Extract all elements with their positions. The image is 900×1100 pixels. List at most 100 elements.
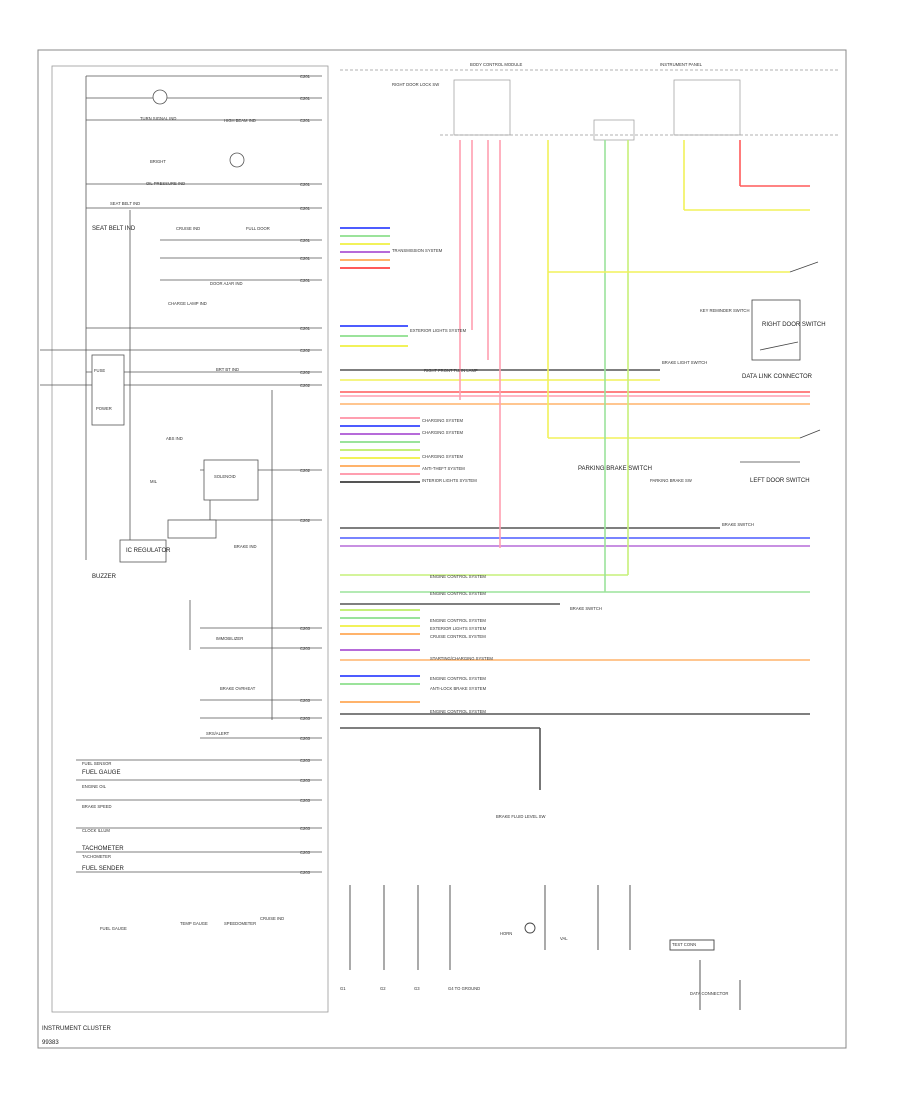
svg-text:SRS/ALERT: SRS/ALERT	[206, 731, 230, 736]
svg-text:INSTRUMENT PANEL: INSTRUMENT PANEL	[660, 62, 703, 67]
svg-text:FUSE: FUSE	[94, 368, 105, 373]
svg-text:FUEL GAUGE: FUEL GAUGE	[100, 926, 127, 931]
svg-text:TRANSMISSION SYSTEM: TRANSMISSION SYSTEM	[392, 248, 443, 253]
svg-text:C203: C203	[300, 870, 311, 875]
svg-text:CRUISE IND: CRUISE IND	[176, 226, 200, 231]
svg-text:KEY REMINDER SWITCH: KEY REMINDER SWITCH	[700, 308, 749, 313]
svg-text:FUEL SENSOR: FUEL SENSOR	[82, 761, 111, 766]
svg-text:RIGHT DOOR LOCK SW: RIGHT DOOR LOCK SW	[392, 82, 439, 87]
cluster-internal-wiring	[40, 75, 322, 873]
svg-text:FULL DOOR: FULL DOOR	[246, 226, 270, 231]
svg-text:CLOCK ILLUM: CLOCK ILLUM	[82, 828, 110, 833]
svg-text:BRAKE SPEED: BRAKE SPEED	[82, 804, 112, 809]
svg-text:ENGINE CONTROL SYSTEM: ENGINE CONTROL SYSTEM	[430, 591, 486, 596]
svg-text:C203: C203	[300, 716, 311, 721]
svg-text:C203: C203	[300, 736, 311, 741]
svg-text:DATA CONNECTOR: DATA CONNECTOR	[690, 991, 728, 996]
connector-labels: TRANSMISSION SYSTEM EXTERIOR LIGHTS SYST…	[392, 62, 754, 714]
svg-text:ENGINE CONTROL SYSTEM: ENGINE CONTROL SYSTEM	[430, 676, 486, 681]
svg-text:C201: C201	[300, 238, 311, 243]
svg-text:CRUISE IND: CRUISE IND	[260, 916, 284, 921]
buzzer-label: BUZZER	[92, 574, 117, 580]
svg-text:C201: C201	[300, 326, 311, 331]
svg-text:BRAKE SWITCH: BRAKE SWITCH	[722, 522, 754, 527]
svg-text:CHARGING SYSTEM: CHARGING SYSTEM	[422, 430, 463, 435]
svg-text:G1: G1	[340, 986, 346, 991]
svg-text:C201: C201	[300, 74, 311, 79]
seat-belt-label: SEAT BELT IND	[92, 226, 136, 232]
svg-text:DOOR AJAR IND: DOOR AJAR IND	[210, 281, 243, 286]
svg-text:C201: C201	[300, 118, 311, 123]
svg-text:C201: C201	[300, 278, 311, 283]
svg-text:ENGINE CONTROL SYSTEM: ENGINE CONTROL SYSTEM	[430, 709, 486, 714]
parking-brake-switch-label: PARKING BRAKE SWITCH	[578, 466, 652, 472]
svg-text:SPEEDOMETER: SPEEDOMETER	[224, 921, 256, 926]
bottom-grounds	[349, 885, 741, 1010]
svg-text:ENGINE CONTROL SYSTEM: ENGINE CONTROL SYSTEM	[430, 574, 486, 579]
svg-text:C203: C203	[300, 826, 311, 831]
svg-text:BRAKE FLUID LEVEL SW: BRAKE FLUID LEVEL SW	[496, 814, 545, 819]
tachometer-label: TACHOMETER	[82, 846, 124, 852]
svg-text:TEST CONN: TEST CONN	[672, 942, 696, 947]
svg-text:BRAKE OVRHEAT: BRAKE OVRHEAT	[220, 686, 256, 691]
svg-text:CHARGING SYSTEM: CHARGING SYSTEM	[422, 454, 463, 459]
svg-text:HIGH BEAM IND: HIGH BEAM IND	[224, 118, 256, 123]
svg-text:TACHOMETER: TACHOMETER	[82, 854, 111, 859]
svg-text:C203: C203	[300, 778, 311, 783]
top-connector-headers	[340, 69, 840, 141]
svg-text:C202: C202	[300, 348, 311, 353]
svg-text:CHARGING SYSTEM: CHARGING SYSTEM	[422, 418, 463, 423]
right-door-switch-label: RIGHT DOOR SWITCH	[762, 322, 826, 328]
svg-text:ANTI-THEFT SYSTEM: ANTI-THEFT SYSTEM	[422, 466, 465, 471]
svg-text:HORN: HORN	[500, 931, 512, 936]
cluster-frame	[51, 65, 329, 1013]
svg-text:G4 TO GROUND: G4 TO GROUND	[448, 986, 480, 991]
svg-text:BODY CONTROL MODULE: BODY CONTROL MODULE	[470, 62, 523, 67]
footer-title: INSTRUMENT CLUSTER	[42, 1026, 112, 1032]
fuel-sender-label: FUEL SENDER	[82, 866, 124, 872]
cluster-components	[91, 89, 259, 563]
svg-text:VAL: VAL	[560, 936, 568, 941]
svg-text:SOLENOID: SOLENOID	[214, 474, 236, 479]
svg-text:C203: C203	[300, 850, 311, 855]
connector-color-stubs	[340, 227, 420, 703]
diagram-frame	[37, 49, 847, 1049]
svg-text:OIL PRESSURE IND: OIL PRESSURE IND	[146, 181, 185, 186]
svg-text:EXTERIOR LIGHTS SYSTEM: EXTERIOR LIGHTS SYSTEM	[410, 328, 467, 333]
svg-text:C202: C202	[300, 370, 311, 375]
svg-text:G3: G3	[414, 986, 420, 991]
svg-text:BRT BT IND: BRT BT IND	[216, 367, 239, 372]
svg-text:SEAT BELT IND: SEAT BELT IND	[110, 201, 140, 206]
svg-text:BRAKE SWITCH: BRAKE SWITCH	[570, 606, 602, 611]
fuel-gauge-label: FUEL GAUGE	[82, 770, 120, 776]
svg-text:ENGINE OIL: ENGINE OIL	[82, 784, 107, 789]
svg-text:ANTI-LOCK BRAKE SYSTEM: ANTI-LOCK BRAKE SYSTEM	[430, 686, 487, 691]
svg-text:INTERIOR LIGHTS SYSTEM: INTERIOR LIGHTS SYSTEM	[422, 478, 477, 483]
svg-text:C202: C202	[300, 468, 311, 473]
svg-text:CRUISE CONTROL SYSTEM: CRUISE CONTROL SYSTEM	[430, 634, 486, 639]
svg-text:C203: C203	[300, 758, 311, 763]
svg-text:G2: G2	[380, 986, 386, 991]
svg-text:TURN SIGNAL IND: TURN SIGNAL IND	[140, 116, 176, 121]
long-colored-wires	[340, 369, 810, 790]
svg-text:STARTING/CHARGING SYSTEM: STARTING/CHARGING SYSTEM	[430, 656, 493, 661]
svg-text:IMMOBILIZER: IMMOBILIZER	[216, 636, 243, 641]
svg-text:EXTERIOR LIGHTS SYSTEM: EXTERIOR LIGHTS SYSTEM	[430, 626, 487, 631]
svg-text:C203: C203	[300, 698, 311, 703]
footer-code: 99383	[42, 1040, 59, 1046]
bottom-labels: G1 G2 G3 G4 TO GROUND HORN VAL TEST CONN D…	[340, 814, 728, 996]
svg-text:C202: C202	[300, 383, 311, 388]
data-link-connector-label: DATA LINK CONNECTOR	[742, 374, 813, 380]
svg-text:CHARGE LAMP IND: CHARGE LAMP IND	[168, 301, 207, 306]
svg-text:RIGHT FRONT TURN LAMP: RIGHT FRONT TURN LAMP	[424, 368, 478, 373]
svg-text:C201: C201	[300, 256, 311, 261]
svg-text:C201: C201	[300, 96, 311, 101]
svg-text:ENGINE CONTROL SYSTEM: ENGINE CONTROL SYSTEM	[430, 618, 486, 623]
svg-text:POWER: POWER	[96, 406, 112, 411]
svg-text:BRIGHT: BRIGHT	[150, 159, 166, 164]
svg-text:C202: C202	[300, 518, 311, 523]
right-switches	[740, 261, 821, 463]
cluster-small-labels: SEAT BELT IND BRIGHT TURN SIGNAL IND HIG…	[82, 116, 284, 931]
svg-text:BRAKE IND: BRAKE IND	[234, 544, 257, 549]
